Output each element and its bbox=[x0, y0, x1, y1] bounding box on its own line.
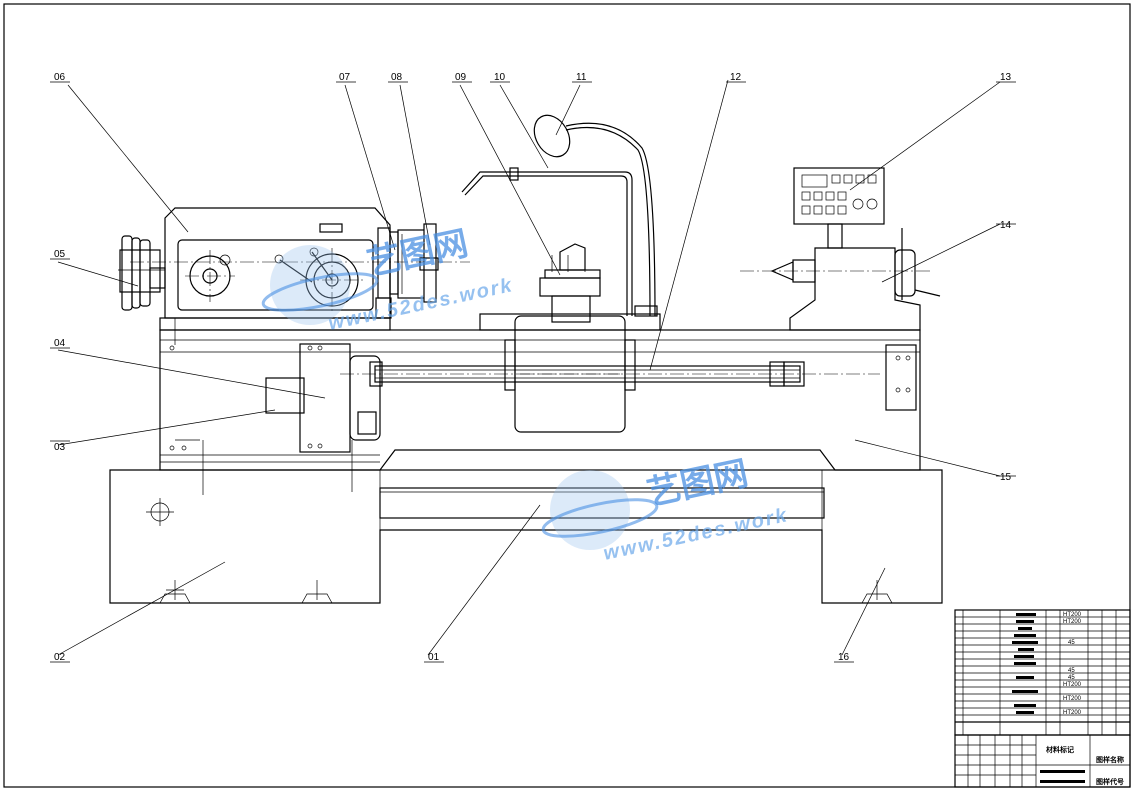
watermark-brand-1: 艺图网 bbox=[364, 224, 472, 282]
drawing-name: 图样名称 bbox=[1096, 755, 1124, 764]
watermark-url-1: www.52des.work bbox=[326, 274, 515, 335]
lathe-bed bbox=[159, 317, 921, 495]
material-row-6: HT200 bbox=[1063, 682, 1082, 688]
label-11: 11 bbox=[576, 72, 587, 83]
drawing-border bbox=[3, 3, 1131, 788]
title-block: 材料标记 图样名称 图样代号 bbox=[954, 734, 1131, 788]
watermark-brand-2: 艺图网 bbox=[644, 454, 752, 512]
headstock bbox=[130, 207, 470, 319]
feed-gearbox bbox=[265, 343, 381, 453]
motor-pulley bbox=[118, 235, 166, 311]
watermark-1: 艺图网 www.52des.work bbox=[261, 224, 515, 335]
lathe-base bbox=[109, 449, 943, 604]
control-panel bbox=[793, 167, 885, 249]
label-09: 09 bbox=[455, 72, 467, 83]
parts-list-table: HT200 HT200 45 45 45 HT200 HT200 HT200 bbox=[954, 609, 1131, 736]
coolant-pipe bbox=[461, 167, 633, 316]
label-05: 05 bbox=[54, 249, 66, 260]
carriage bbox=[479, 243, 661, 433]
label-15: 15 bbox=[1000, 472, 1012, 483]
chuck bbox=[375, 223, 439, 319]
label-06: 06 bbox=[54, 72, 66, 83]
material-row-5: 45 bbox=[1068, 675, 1075, 681]
watermark-2: 艺图网 www.52des.work bbox=[541, 454, 790, 565]
label-14: 14 bbox=[1000, 220, 1012, 231]
label-03: 03 bbox=[54, 442, 66, 453]
label-12: 12 bbox=[730, 72, 742, 83]
tailstock bbox=[740, 228, 941, 331]
label-01: 01 bbox=[428, 652, 440, 663]
leader-lines bbox=[57, 79, 1001, 656]
label-07: 07 bbox=[339, 72, 351, 83]
label-13: 13 bbox=[1000, 72, 1012, 83]
work-lamp bbox=[533, 114, 658, 317]
material-row-3: 45 bbox=[1068, 640, 1075, 646]
label-02: 02 bbox=[54, 652, 66, 663]
material-marking: 材料标记 bbox=[1045, 745, 1074, 754]
material-row-2: HT200 bbox=[1063, 619, 1082, 625]
material-row-8: HT200 bbox=[1063, 710, 1082, 716]
material-row-7: HT200 bbox=[1063, 696, 1082, 702]
material-row-1: HT200 bbox=[1063, 612, 1082, 618]
label-08: 08 bbox=[391, 72, 403, 83]
drawing-code: 图样代号 bbox=[1096, 777, 1124, 786]
material-row-4: 45 bbox=[1068, 668, 1075, 674]
label-16: 16 bbox=[838, 652, 850, 663]
label-10: 10 bbox=[494, 72, 506, 83]
part-labels: 06 05 04 03 07 08 09 10 11 12 13 14 15 0… bbox=[50, 72, 1016, 663]
label-04: 04 bbox=[54, 338, 66, 349]
